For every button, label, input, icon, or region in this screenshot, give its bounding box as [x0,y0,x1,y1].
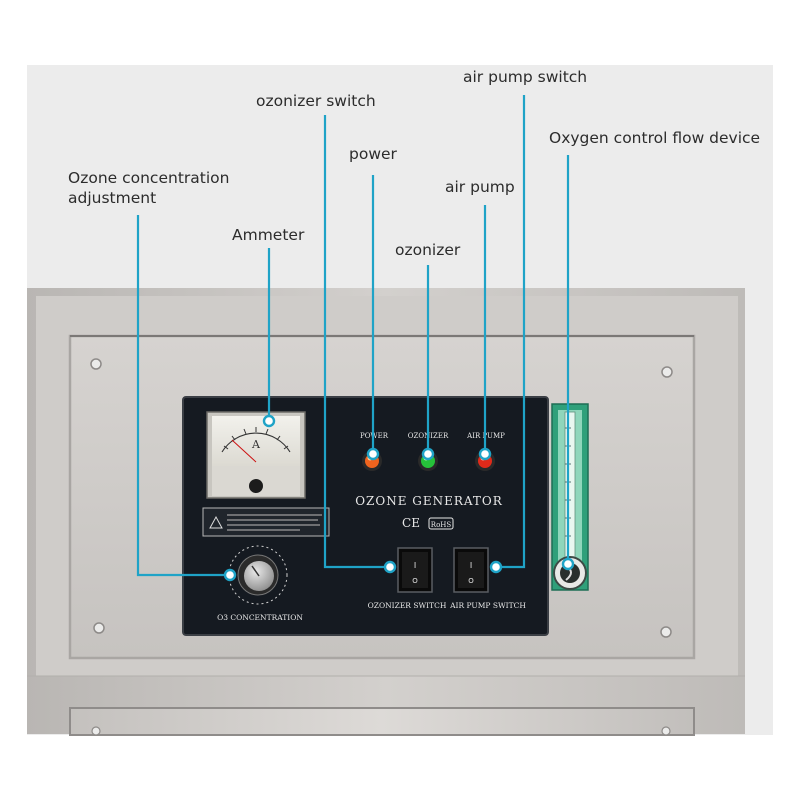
callout-air-pump-switch: air pump switch [463,68,587,86]
ozonizer-switch-label: OZONIZER SWITCH [368,601,447,610]
screw [91,726,101,736]
knob-label: O3 CONCENTRATION [217,613,303,622]
svg-text:I: I [414,561,416,570]
callout-ammeter: Ammeter [232,226,305,244]
svg-text:I: I [470,561,472,570]
panel-title: OZONE GENERATOR [355,494,503,508]
callout-power: power [349,145,398,163]
callout-air-pump: air pump [445,178,515,196]
air-pump-switch[interactable]: I O [453,547,489,593]
ammeter-unit: A [251,438,261,451]
screw [661,726,671,736]
leader-lines [136,95,570,577]
indicator-power-label: POWER [360,432,389,440]
ammeter: A [206,411,306,499]
air-pump-switch-label: AIR PUMP SWITCH [449,601,526,610]
callout-oxygen-flow: Oxygen control flow device [549,129,760,147]
screw [93,622,105,634]
screw [660,626,672,638]
screw [661,366,673,378]
warning-label [202,507,330,537]
svg-text:O: O [412,577,418,585]
callout-ozonizer-switch: ozonizer switch [256,92,376,110]
ce-mark: CE [402,516,420,530]
callout-ozone-concentration-line1: Ozone concentration [68,169,229,187]
ozonizer-switch[interactable]: I O [397,547,433,593]
oxygen-flowmeter[interactable] [551,403,589,591]
screw [90,358,102,370]
lower-drawer [69,707,695,736]
control-panel: A POWER OZONIZER AIR PUMP [182,396,549,636]
svg-text:O: O [468,577,474,585]
rohs-mark: RoHS [431,521,452,529]
callout-ozonizer: ozonizer [395,241,461,259]
callout-ozone-concentration-line2: adjustment [68,189,156,207]
leader-endpoints [223,414,575,582]
